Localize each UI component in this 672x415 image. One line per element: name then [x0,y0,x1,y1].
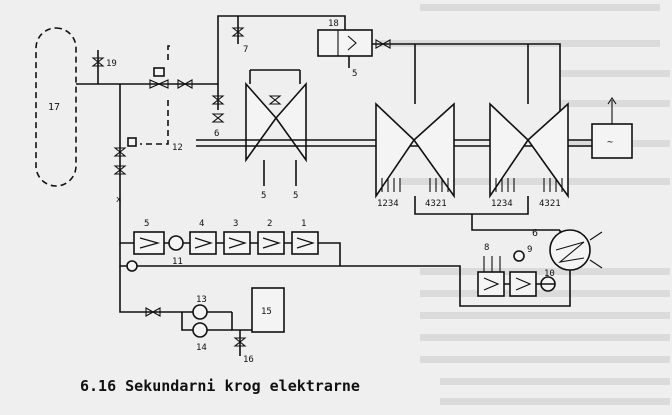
preheater-8b [509,271,537,297]
lp-turbine-1 [375,102,455,199]
steam-generator-17 [35,27,77,187]
label-5-top: 5 [352,69,357,79]
label-13: 13 [196,295,207,305]
label-5-preheater: 5 [144,219,149,229]
control-line-12 [140,100,169,145]
preheater-2-coil-icon [262,237,282,249]
preheater-8 [477,271,505,297]
condenser-coil-icon [555,241,585,263]
lp1-taps-left: 1234 [377,199,399,209]
feed-valve-2-icon [113,165,127,175]
label-15: 15 [261,307,272,317]
crossover-pipes [414,44,529,104]
label-5b: 5 [293,191,298,201]
pump-13 [192,304,208,320]
label-6: 6 [214,129,219,139]
feedwater-pump [126,260,138,272]
pump-11 [168,235,184,251]
preheater-5-coil-icon [139,237,161,249]
hp-extraction [263,160,297,186]
preheater-4-coil-icon [194,237,214,249]
hp-inlet [249,69,301,84]
preheater-8-coil-icon [483,277,500,291]
label-7: 7 [243,45,248,55]
generator-output-icon [607,97,617,124]
makeup-line [119,266,252,331]
label-3: 3 [233,219,238,229]
reheater-coil-icon [337,30,357,56]
generator [591,123,633,159]
pump-9 [513,250,525,262]
preheater-8-taps [483,256,501,272]
reheater-18 [317,29,373,57]
reheater-valve-icon [375,39,391,49]
lp2-extractions [495,178,563,192]
label-6-condenser: 6 [532,228,538,239]
label-19: 19 [106,59,117,69]
preheater-1-coil-icon [296,237,316,249]
label-11: 11 [172,257,183,267]
label-16: 16 [243,355,254,365]
control-line [167,45,172,60]
lp1-extractions [381,178,449,192]
condensate-return-line [340,265,571,307]
isolation-valve-icon [177,79,193,89]
valve-19-icon [91,57,105,67]
lp2-taps-right: 4321 [539,199,561,209]
label-10: 10 [544,269,555,279]
hp-turbine [245,81,307,163]
label-8: 8 [484,243,489,253]
figure-caption: 6.16 Sekundarni krog elektrarne [80,377,360,395]
lp1-taps-right: 4321 [425,199,447,209]
cooling-water-lines [589,231,603,269]
label-1: 1 [301,219,306,229]
makeup-valve-icon [145,307,161,317]
feedwater-line [119,84,134,244]
generator-symbol: ~ [607,137,613,148]
pump-14 [192,322,208,338]
valve-16-icon [233,337,247,347]
feed-control-box [127,137,137,147]
lp-turbine-2 [489,102,569,199]
feed-valve-icon [113,147,127,157]
label-x: x [116,195,122,205]
control-valve-actuator [153,67,165,77]
hp-valve-icon [268,95,282,105]
valve-6-icon [211,95,225,105]
exhaust-manifold [414,196,560,231]
label-12: 12 [172,143,183,153]
label-14: 14 [196,343,207,353]
preheater-3-coil-icon [228,237,248,249]
control-valve-icon [149,79,169,89]
preheater-8b-coil-icon [515,277,532,291]
label-9: 9 [527,245,532,255]
lp2-taps-left: 1234 [491,199,513,209]
label-4: 4 [199,219,204,229]
label-2: 2 [267,219,272,229]
label-5a: 5 [261,191,266,201]
valve-6b-icon [211,113,225,123]
pump-parallel-line [181,312,232,331]
tank-15 [251,287,285,333]
valve-7-icon [231,27,245,37]
feedwater-train-line [164,242,341,266]
label-18: 18 [328,19,339,29]
label-17: 17 [48,102,60,113]
